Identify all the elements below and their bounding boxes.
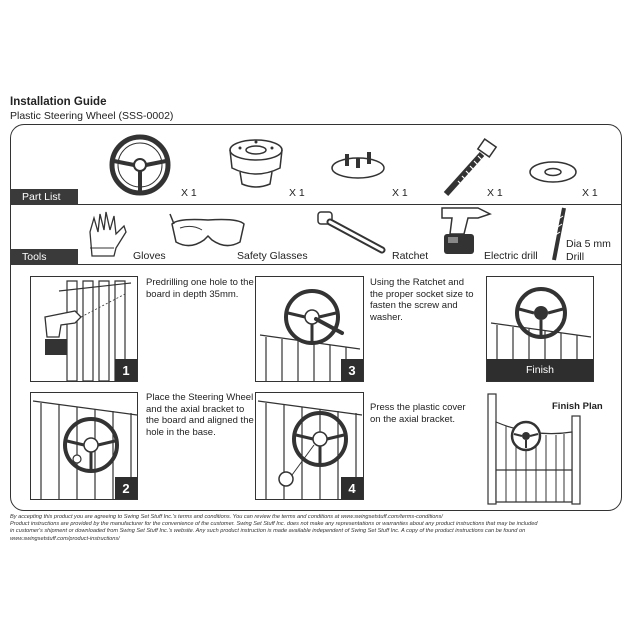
electric-drill-label: Electric drill	[484, 250, 538, 262]
step-4-panel: 4	[255, 392, 364, 500]
gloves-label: Gloves	[133, 250, 166, 262]
step-2-illustration	[32, 400, 137, 499]
gloves-icon	[86, 208, 132, 258]
finish-panel: Finish	[486, 276, 594, 382]
guide-subtitle: Plastic Steering Wheel (SSS-0002)	[10, 110, 174, 122]
footer-line-1: By accepting this product you are agreei…	[10, 514, 443, 520]
step-4-text: Press the plastic cover on the axial bra…	[370, 402, 466, 425]
step-3-number: 3	[341, 359, 363, 381]
guide-title: Installation Guide	[10, 96, 107, 108]
steering-wheel-icon	[108, 133, 172, 197]
part-list-label: Part List	[10, 189, 78, 205]
plastic-cover-qty: X 1	[392, 187, 408, 199]
plastic-cover-icon	[330, 148, 386, 184]
washer-qty: X 1	[582, 187, 598, 199]
washer-icon	[528, 158, 578, 186]
safety-glasses-icon	[168, 210, 248, 254]
step-3-panel: 3	[255, 276, 364, 382]
footer-line-4: www.swingsetstuff.com/product-instructio…	[10, 535, 120, 542]
part-list-section: Part List	[10, 189, 622, 205]
drill-bit-icon	[548, 206, 570, 262]
electric-drill-icon	[434, 204, 492, 258]
step-2-panel: 2	[30, 392, 138, 500]
step-4-illustration	[257, 400, 363, 499]
axial-bracket-qty: X 1	[289, 187, 305, 199]
step-3-text: Using the Ratchet and the proper socket …	[370, 277, 474, 323]
step-2-text: Place the Steering Wheel and the axial b…	[146, 392, 254, 438]
finish-plan-label: Finish Plan	[552, 401, 603, 412]
step-1-number: 1	[115, 359, 137, 381]
step-3-illustration	[259, 289, 361, 381]
drill-bit-label-type: Drill	[566, 251, 585, 263]
footer-line-2: Product instructions are provided by the…	[10, 521, 538, 528]
screw-qty: X 1	[487, 187, 503, 199]
finish-plan-illustration	[486, 392, 586, 506]
tools-section: Tools	[10, 249, 622, 265]
safety-glasses-label: Safety Glasses	[237, 250, 308, 262]
finish-illustration	[490, 287, 592, 361]
steering-wheel-qty: X 1	[181, 187, 197, 199]
legal-footer: By accepting this product you are agreei…	[10, 514, 622, 543]
instruction-frame	[10, 124, 622, 511]
step-4-number: 4	[341, 477, 363, 499]
ratchet-label: Ratchet	[392, 250, 429, 262]
tools-label: Tools	[10, 249, 78, 265]
axial-bracket-icon	[226, 134, 286, 194]
step-1-text: Predrilling one hole to the board in dep…	[146, 277, 254, 300]
drill-bit-label-size: Dia 5 mm	[566, 238, 611, 250]
step-2-number: 2	[115, 477, 137, 499]
screw-icon	[438, 138, 500, 200]
ratchet-icon	[316, 210, 388, 256]
footer-line-3: in customer's shipment or downloaded fro…	[10, 528, 526, 535]
step-1-panel: 1	[30, 276, 138, 382]
finish-label: Finish	[487, 359, 593, 381]
